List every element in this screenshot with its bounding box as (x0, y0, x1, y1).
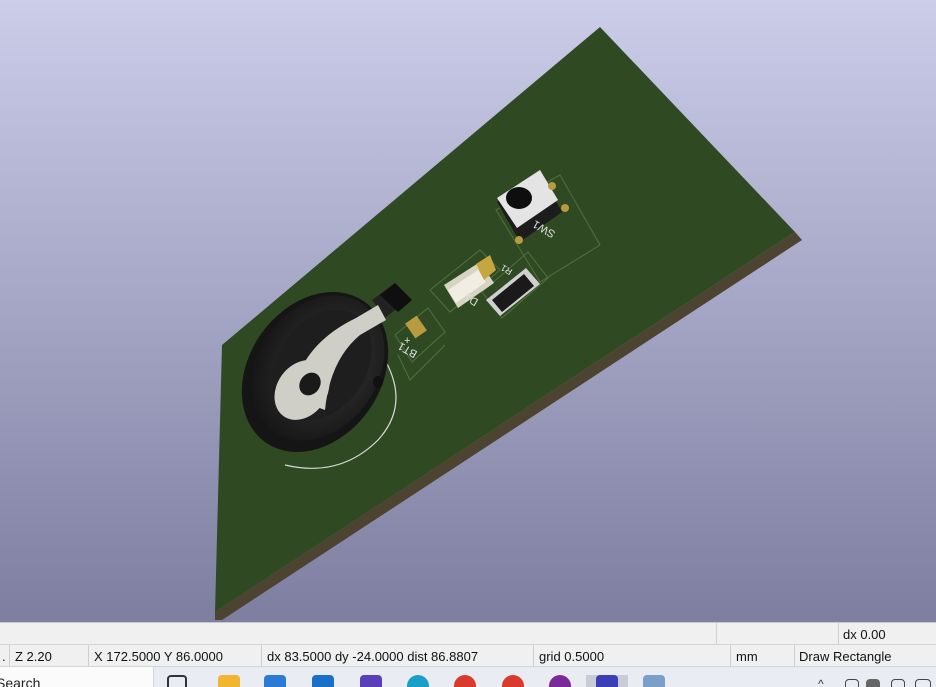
status-separator (88, 645, 89, 667)
battery-silkscreen-arc (284, 359, 397, 469)
resistor-r1 (486, 268, 540, 316)
onedrive-icon[interactable] (866, 679, 880, 687)
mail-icon[interactable] (312, 675, 334, 687)
switch-sw1 (497, 170, 569, 244)
status-tool: Draw Rectangle (799, 649, 892, 664)
chrome-icon[interactable] (454, 675, 476, 687)
tray-icon-2[interactable] (891, 679, 905, 687)
bt1-pad (405, 315, 427, 339)
app-icon[interactable] (360, 675, 382, 687)
status-separator (9, 645, 10, 667)
edge-icon[interactable] (407, 675, 429, 687)
3d-scene[interactable]: BT1 D1 R1 SW1 + (0, 0, 936, 622)
microsoft-store-icon[interactable] (264, 675, 286, 687)
status-units: mm (736, 649, 758, 664)
status-dx: dx 0.00 (843, 627, 886, 642)
status-ellipsis: . (2, 649, 6, 664)
task-view-icon[interactable] (167, 675, 187, 687)
silk-r1: R1 (499, 263, 514, 277)
status-bar-upper: dx 0.00 (0, 622, 936, 645)
chrome-icon-2[interactable] (502, 675, 524, 687)
status-position: X 172.5000 Y 86.0000 (94, 649, 223, 664)
pcbnew-icon[interactable] (643, 675, 665, 687)
3d-viewer-canvas[interactable]: BT1 D1 R1 SW1 + (0, 0, 936, 622)
status-separator (838, 623, 839, 645)
windows-taskbar: Search ^ (0, 666, 936, 687)
tray-icon-3[interactable] (915, 679, 931, 687)
file-explorer-icon[interactable] (218, 675, 240, 687)
pcb-board (215, 27, 795, 612)
status-separator (794, 645, 795, 667)
status-separator (533, 645, 534, 667)
status-separator (730, 645, 731, 667)
board-edge (215, 232, 802, 620)
tray-chevron-icon[interactable]: ^ (818, 677, 824, 687)
taskbar-search[interactable]: Search (0, 667, 154, 687)
led-d1 (444, 255, 496, 308)
search-label: Search (0, 675, 41, 687)
status-separator (716, 623, 717, 645)
status-delta: dx 83.5000 dy -24.0000 dist 86.8807 (267, 649, 479, 664)
silk-plus: + (404, 335, 410, 347)
app-purple-icon[interactable] (549, 675, 571, 687)
kicad-icon[interactable] (596, 675, 618, 687)
status-bar-lower: . Z 2.20 X 172.5000 Y 86.0000 dx 83.5000… (0, 644, 936, 667)
status-grid: grid 0.5000 (539, 649, 605, 664)
status-zoom: Z 2.20 (15, 649, 52, 664)
battery-holder-bt1 (241, 283, 412, 452)
tray-icon[interactable] (845, 679, 859, 687)
status-separator (261, 645, 262, 667)
